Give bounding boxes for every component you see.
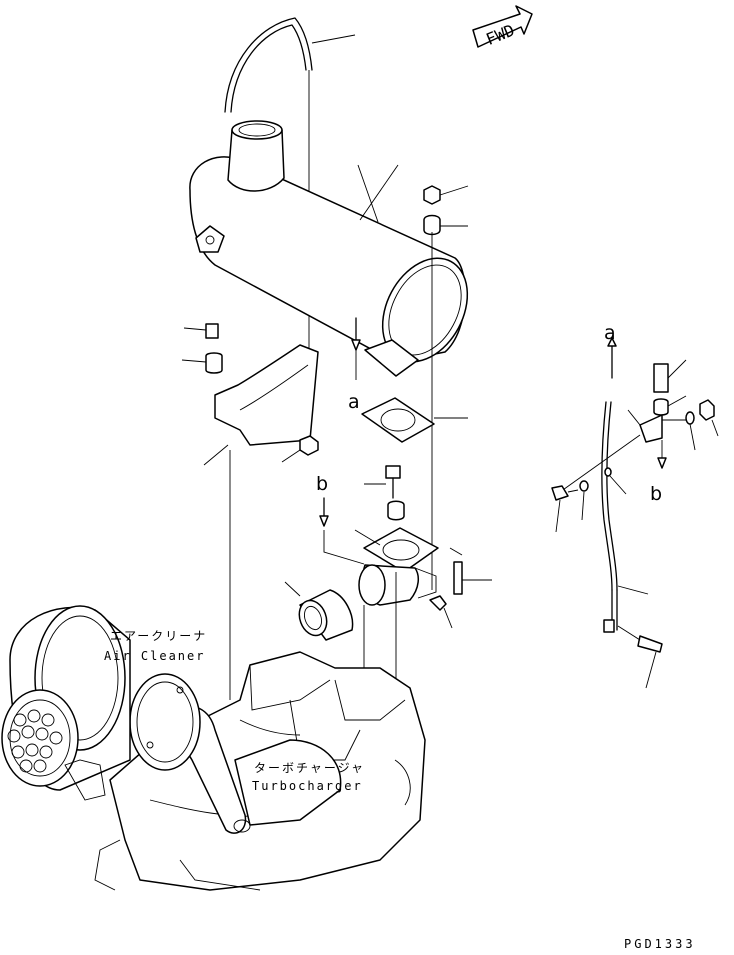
detail-view: a b: [551, 322, 719, 689]
forward-arrow: FWD: [472, 5, 533, 49]
gasket: [361, 397, 468, 443]
muffler-bracket: [203, 344, 319, 700]
turbo-label-jp: ターボチャージャ: [254, 761, 365, 775]
muffler: [189, 120, 469, 377]
air-cleaner-label-jp: エアークリーナ: [110, 629, 207, 643]
leader-line: [311, 34, 356, 44]
detail-ref-label-a: a: [604, 322, 616, 344]
air-cleaner-grille: [7, 709, 63, 773]
ref-label-b: b: [316, 473, 328, 495]
detail-ref-label-b: b: [650, 483, 662, 505]
bolt-left: [181, 323, 223, 374]
bolt-right: [429, 561, 492, 629]
ref-label-a: a: [348, 391, 360, 413]
bolt-center: [364, 465, 405, 521]
turbo-label-en: Turbocharger: [252, 779, 363, 793]
connecting-sleeve: [284, 581, 354, 641]
air-cleaner-label-en: Air Cleaner: [104, 649, 205, 663]
engine-assembly: [94, 651, 426, 891]
exhaust-elbow: [354, 527, 463, 606]
drawing-code: PGD1333: [624, 937, 696, 951]
air-cleaner: [1, 605, 131, 801]
nut-hardware: [423, 185, 469, 590]
